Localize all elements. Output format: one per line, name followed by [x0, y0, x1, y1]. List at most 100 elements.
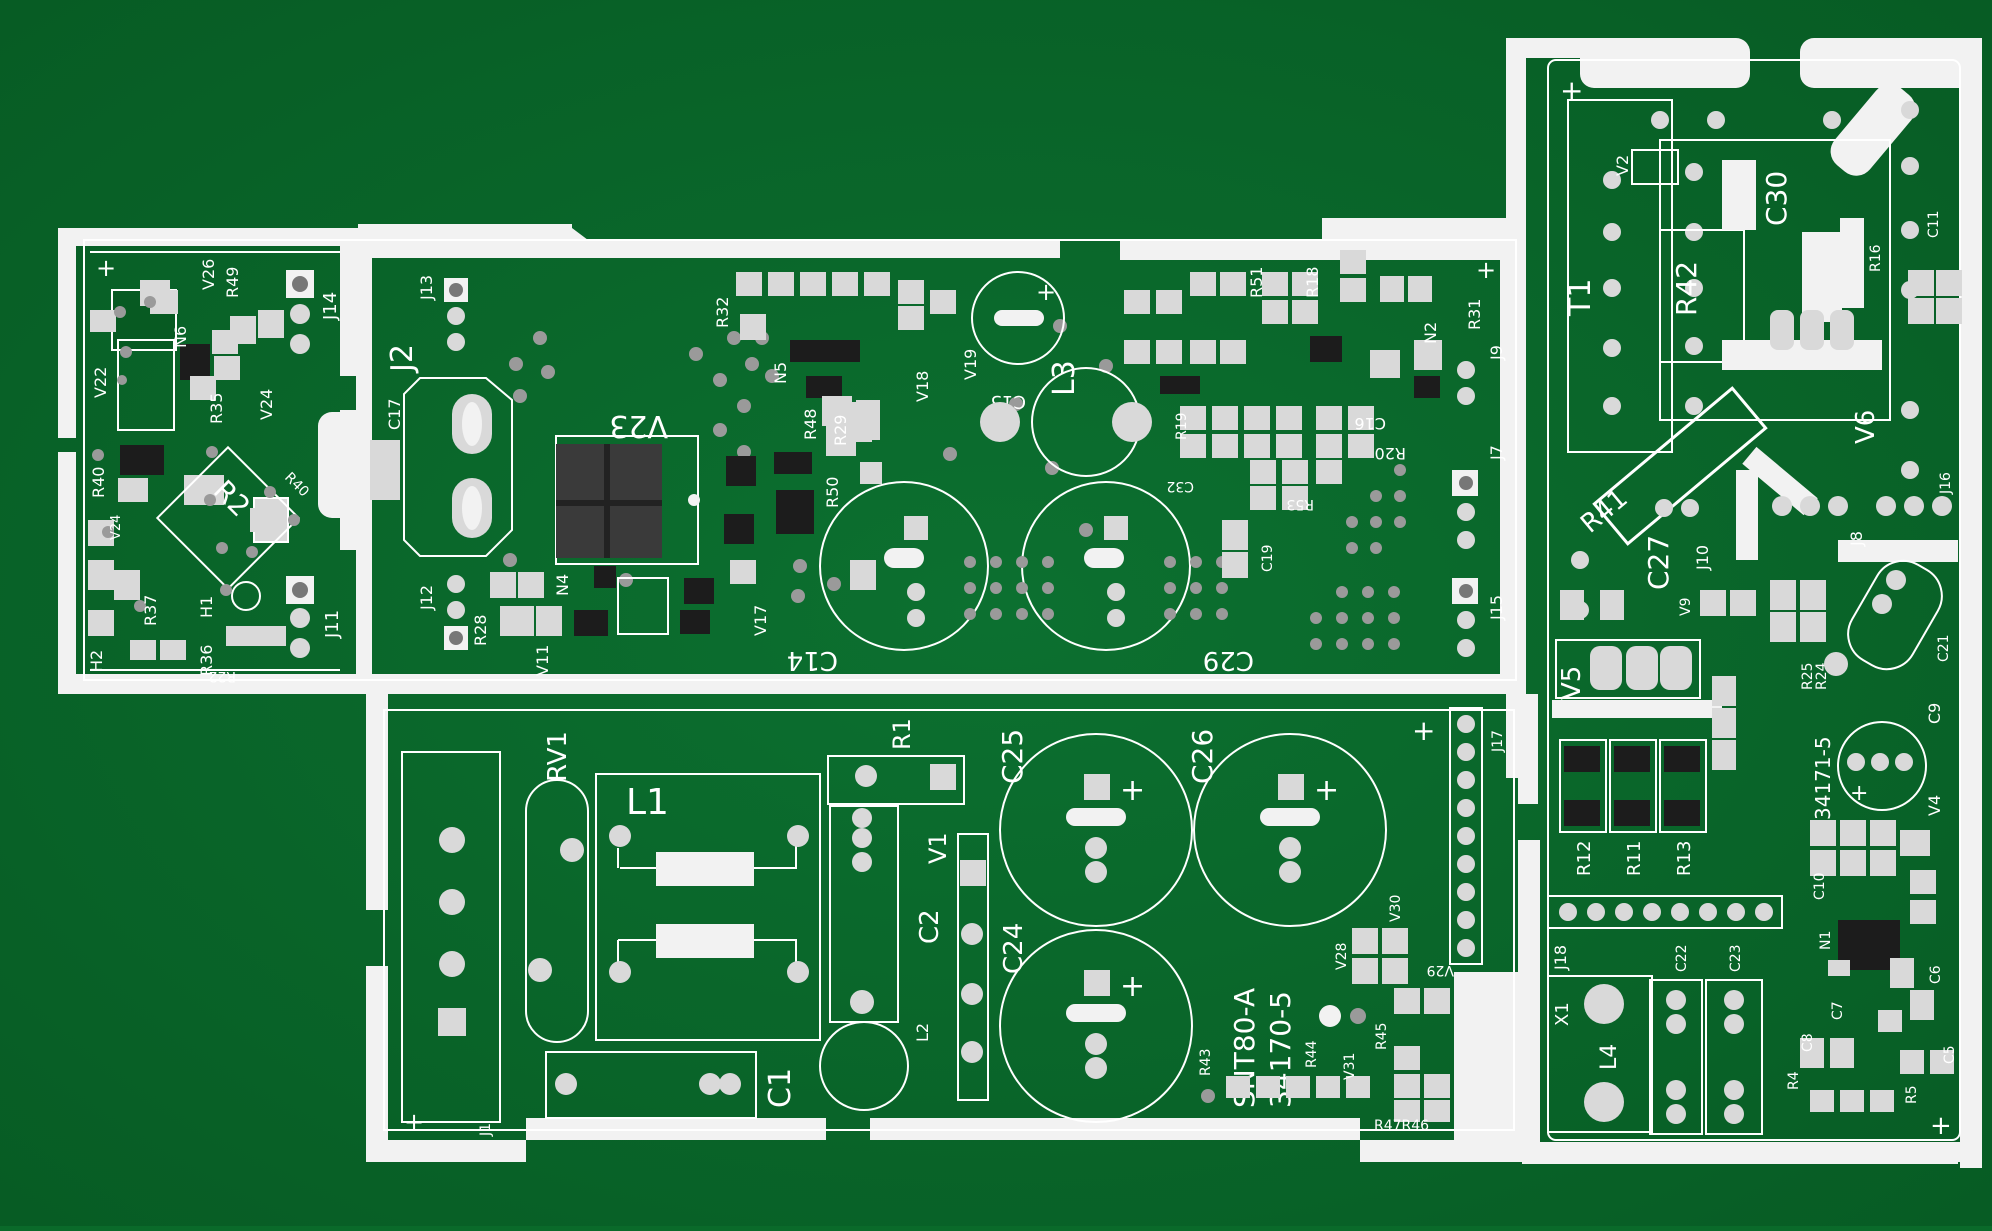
plus-mark-lower-left: + [404, 1108, 424, 1136]
label-r35: R35 [207, 393, 226, 424]
label-v2: V2 [1613, 155, 1632, 176]
connector-j9 [1457, 361, 1475, 405]
label-r53: R53 [1286, 496, 1314, 512]
label-r48: R48 [801, 409, 820, 440]
label-t1: T1 [1563, 279, 1598, 317]
label-v22: V22 [91, 367, 110, 398]
label-v24: V24 [257, 389, 276, 420]
label-r12: R12 [1574, 841, 1595, 876]
label-r44: R44 [1304, 1040, 1320, 1068]
label-c8: C8 [1800, 1033, 1816, 1052]
label-r1: R1 [888, 718, 916, 750]
label-c14: C14 [787, 645, 838, 675]
label-r50: R50 [823, 477, 842, 508]
label-r19: R19 [1174, 412, 1190, 440]
label-c5: C5 [1942, 1045, 1958, 1064]
label-v1: V1 [924, 832, 952, 864]
label-j11: J11 [322, 610, 343, 639]
label-r37: R37 [141, 595, 160, 626]
label-j8: J8 [1847, 531, 1866, 547]
plus-mark-upper-right: + [1476, 256, 1496, 284]
label-v30: V30 [1388, 895, 1404, 922]
label-c22: C22 [1674, 944, 1690, 972]
label-v19: V19 [961, 349, 980, 380]
label-v17: V17 [751, 605, 770, 636]
label-v24b: V24 [109, 515, 124, 540]
label-r16: R16 [1868, 244, 1884, 272]
label-j18: J18 [1551, 945, 1570, 971]
label-r5: R5 [1904, 1085, 1920, 1104]
label-c32: C32 [1166, 478, 1194, 494]
label-c21: C21 [1936, 634, 1952, 662]
board-outlines [83, 59, 1961, 1141]
via-grid-mid [964, 464, 1406, 650]
label-j10: J10 [1693, 545, 1712, 571]
left-module: J14 J11 N6 V22 V24 R35 R49 V26 R40 R2 R3… [87, 251, 343, 684]
label-n4: N4 [553, 574, 572, 596]
connector-j1 [438, 827, 466, 1036]
label-c27: C27 [1642, 535, 1675, 590]
label-r51: R51 [1247, 267, 1266, 298]
label-c24: C24 [999, 923, 1029, 974]
plus-mark-right-bottom: + [1930, 1111, 1952, 1141]
label-c26: C26 [1186, 729, 1219, 784]
label-r47r46: R47R46 [1374, 1118, 1429, 1134]
connector-j8 [1772, 496, 1952, 516]
lower-module: J1 + RV1 L1 R1 C2 V1 C24 [401, 707, 1506, 1137]
label-v29: V29 [1427, 962, 1454, 978]
label-j12: J12 [417, 585, 436, 611]
label-c7: C7 [1830, 1001, 1846, 1020]
label-v6: V6 [1851, 410, 1881, 444]
label-j7: J7 [1487, 445, 1506, 461]
label-v11: V11 [533, 645, 552, 676]
label-r31: R31 [1465, 299, 1484, 330]
label-r45: R45 [1374, 1022, 1390, 1050]
label-r11: R11 [1624, 841, 1645, 876]
plus-c26: + [1314, 773, 1339, 808]
label-j2: J2 [385, 344, 420, 374]
label-l1: L1 [626, 782, 669, 823]
label-r25: R25 [1800, 662, 1816, 690]
label-side-code: 34171-5 [1811, 736, 1835, 820]
right-module: + T1 V2 R42 C30 V6 R16 [1547, 74, 1962, 1141]
label-v28: V28 [1334, 943, 1350, 970]
label-r43: R43 [1198, 1048, 1214, 1076]
label-r32: R32 [713, 297, 732, 328]
label-j14: J14 [320, 292, 341, 321]
label-h1: H1 [197, 596, 216, 618]
label-v26: V26 [199, 259, 218, 290]
label-r4: R4 [1786, 1071, 1802, 1090]
plus-c9: + [1850, 781, 1868, 806]
label-c30: C30 [1760, 171, 1793, 226]
label-j9: J9 [1487, 345, 1506, 361]
label-j13: J13 [417, 275, 436, 301]
label-v9: V9 [1678, 598, 1694, 616]
label-c11: C11 [1926, 210, 1942, 238]
connector-j12 [444, 575, 468, 650]
label-j15: J15 [1487, 595, 1506, 621]
label-j16: J16 [1938, 472, 1954, 495]
label-c1: C1 [763, 1068, 798, 1108]
label-c19: C19 [1260, 544, 1276, 572]
label-c23: C23 [1728, 944, 1744, 972]
plus-mark-left: + [96, 254, 116, 282]
label-c17: C17 [385, 398, 404, 430]
plus-c15: + [1036, 278, 1056, 306]
label-n1: N1 [1818, 931, 1834, 950]
connector-j13 [444, 278, 468, 351]
label-h2: H2 [87, 650, 106, 672]
label-r49: R49 [223, 267, 242, 298]
label-r28: R28 [471, 615, 490, 646]
label-r36: R36 [197, 645, 216, 676]
label-x1: X1 [1552, 1002, 1573, 1026]
label-v31: V31 [1342, 1053, 1358, 1080]
label-c25: C25 [996, 729, 1029, 784]
label-c2: C2 [915, 909, 945, 944]
label-v5: V5 [1557, 666, 1587, 700]
label-c9: C9 [1925, 703, 1944, 724]
label-r13: R13 [1674, 841, 1695, 876]
label-r22: R22 [208, 668, 236, 684]
label-c10: C10 [1812, 872, 1828, 900]
